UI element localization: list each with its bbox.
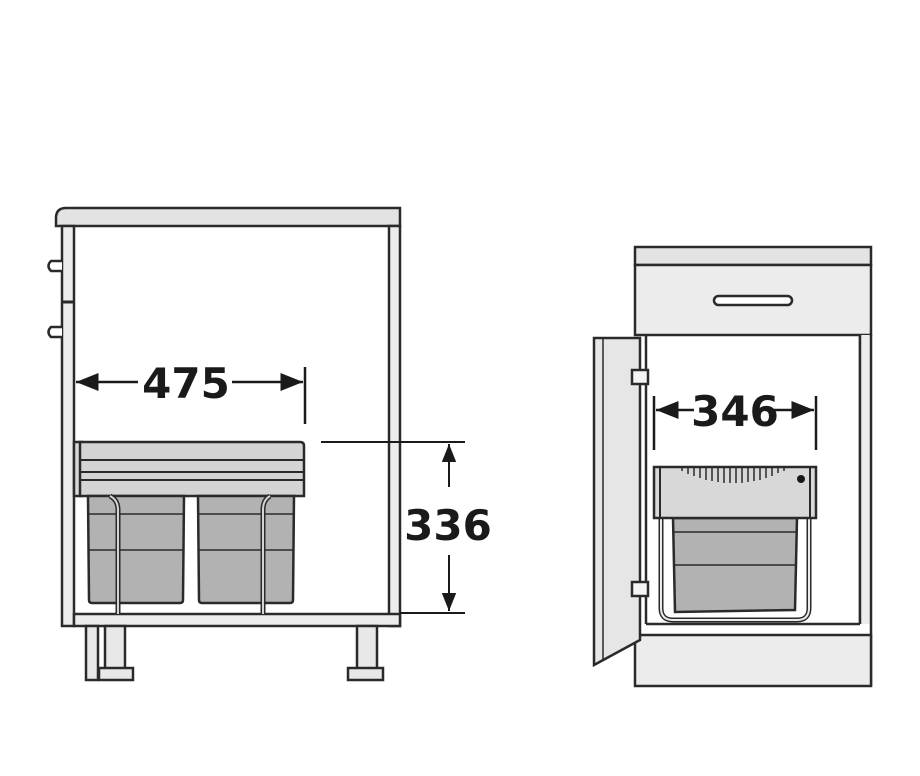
left-side-panel [60,224,76,628]
cabinet-top [633,245,873,267]
dimension-346 [652,396,818,450]
right-cabinet [592,245,873,688]
leg [84,624,100,682]
lid-vents [681,468,785,483]
leg-foot [346,666,385,682]
leg [103,624,127,672]
dimension-475 [76,367,307,424]
drawer-handle [47,259,62,273]
right-side-panel [387,224,402,628]
width-label-475: 475 [142,359,230,408]
single-bin-unit [652,465,818,623]
left-cabinet [47,206,402,682]
drawer-handle [47,325,62,339]
hinge [630,580,650,598]
cabinet-base [633,633,873,688]
height-label-336: 336 [404,501,492,550]
cabinet-door [592,336,642,668]
bin-lid [652,465,818,520]
width-label-346: 346 [691,387,779,436]
countertop [54,206,402,228]
drawer-handle [712,294,794,307]
hinge [630,368,650,386]
dimension-336 [321,441,465,614]
leg-foot [97,666,135,682]
leg [355,624,379,672]
double-bin-unit [72,440,306,614]
bottom-shelf [72,612,402,628]
